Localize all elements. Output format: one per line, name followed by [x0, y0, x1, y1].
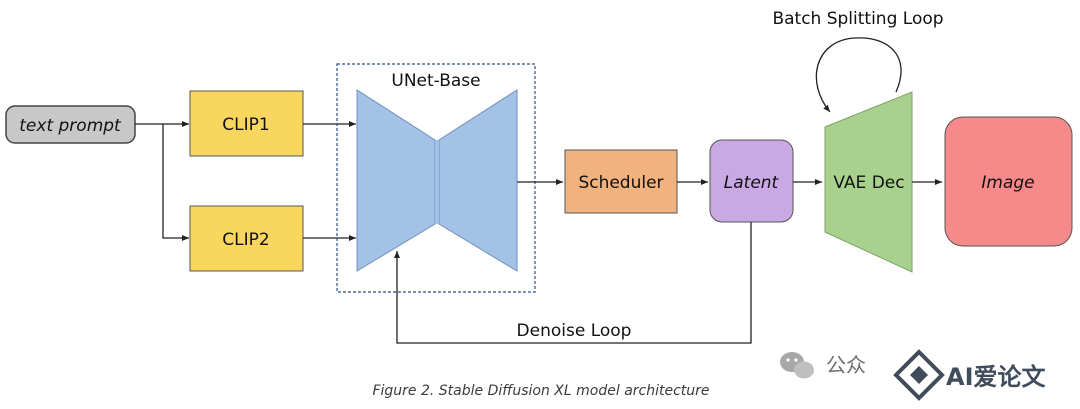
image-box [944, 116, 1073, 247]
text-prompt-label: text prompt [19, 116, 122, 136]
latent-label: Latent [724, 173, 780, 193]
vae-label: VAE Dec [833, 173, 904, 193]
unet-encoder-shape [356, 89, 436, 272]
edge-prompt-clip2 [162, 124, 189, 241]
clip2-label: CLIP2 [222, 230, 269, 250]
watermark-text-1: 公众 [826, 353, 866, 377]
ai-logo-icon [893, 349, 945, 401]
image-label: Image [981, 173, 1034, 193]
figure-caption: Figure 2. Stable Diffusion XL model arch… [372, 383, 709, 399]
wechat-icon [780, 352, 814, 379]
vae-decoder-shape [824, 91, 913, 273]
batch-loop-arrow [815, 37, 902, 113]
clip2-box [189, 205, 304, 272]
clip1-label: CLIP1 [222, 115, 269, 135]
denoise-loop-edge [394, 222, 752, 344]
unet-container [336, 63, 536, 293]
scheduler-label: Scheduler [578, 173, 663, 193]
watermark: 公众 AI爱论文 [780, 349, 1047, 401]
unet-bottleneck [435, 140, 439, 224]
unet-label: UNet-Base [391, 71, 480, 91]
clip1-box [189, 90, 304, 157]
denoise-loop-label: Denoise Loop [517, 321, 632, 341]
unet-decoder-shape [438, 89, 518, 272]
watermark-text-2: AI爱论文 [946, 363, 1047, 391]
batch-loop-label: Batch Splitting Loop [772, 9, 943, 29]
